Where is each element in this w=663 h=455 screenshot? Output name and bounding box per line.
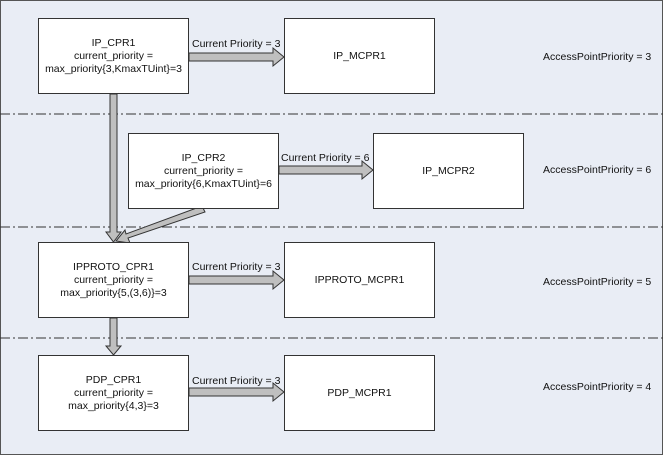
- cpr-box-pdp-cpr1: PDP_CPR1 current_priority = max_priority…: [38, 355, 189, 431]
- cpr-box-ipproto-cpr1: IPPROTO_CPR1 current_priority = max_prio…: [38, 242, 189, 318]
- stack-arrow-ipproto-to-pdp: [104, 317, 123, 356]
- cpr-priority-formula: max_priority{6,KmaxTUint}=6: [135, 177, 272, 190]
- stack-arrow-ip1-to-ipproto: [105, 93, 122, 243]
- cpr-priority-formula: max_priority{5,(3,6)}=3: [60, 286, 167, 299]
- cpr-priority-line: current_priority =: [73, 386, 154, 399]
- priority-arrow-4: [188, 381, 285, 403]
- cpr-priority-formula: max_priority{3,KmaxTUint}=3: [45, 62, 182, 75]
- access-point-priority-4: AccessPointPriority = 4: [543, 381, 652, 393]
- arrow-label-4: Current Priority = 3: [192, 375, 281, 387]
- priority-arrow-3: [188, 269, 285, 291]
- mcpr-box-ip-mcpr2: IP_MCPR2: [373, 133, 524, 209]
- mcpr-name: IP_MCPR1: [333, 49, 386, 62]
- mcpr-name: PDP_MCPR1: [327, 386, 392, 399]
- cpr-priority-line: current_priority =: [163, 164, 244, 177]
- arrow-label-1: Current Priority = 3: [192, 38, 281, 50]
- mcpr-box-ipproto-mcpr1: IPPROTO_MCPR1: [284, 242, 435, 318]
- cpr-priority-line: current_priority =: [73, 49, 154, 62]
- stack-arrow-ip2-to-ipproto: [115, 205, 206, 244]
- cpr-box-ip-cpr1: IP_CPR1 current_priority = max_priority{…: [38, 18, 189, 94]
- cpr-box-ip-cpr2: IP_CPR2 current_priority = max_priority{…: [128, 133, 279, 209]
- cpr-name: IPPROTO_CPR1: [73, 260, 154, 273]
- access-point-priority-3: AccessPointPriority = 5: [543, 276, 652, 288]
- priority-arrow-1: [188, 46, 285, 68]
- access-point-priority-1: AccessPointPriority = 3: [543, 51, 652, 63]
- cpr-name: IP_CPR2: [181, 151, 226, 164]
- mcpr-box-pdp-mcpr1: PDP_MCPR1: [284, 355, 435, 431]
- cpr-priority-line: current_priority =: [73, 273, 154, 286]
- arrow-label-2: Current Priority = 6: [281, 152, 370, 164]
- cpr-name: IP_CPR1: [91, 36, 136, 49]
- mcpr-box-ip-mcpr1: IP_MCPR1: [284, 18, 435, 94]
- mcpr-name: IPPROTO_MCPR1: [314, 273, 405, 286]
- cpr-priority-formula: max_priority{4,3}=3: [68, 399, 159, 412]
- priority-arrow-2: [278, 159, 374, 181]
- access-point-priority-2: AccessPointPriority = 6: [543, 164, 652, 176]
- arrow-label-3: Current Priority = 3: [192, 261, 281, 273]
- cpr-name: PDP_CPR1: [85, 373, 142, 386]
- mcpr-name: IP_MCPR2: [422, 164, 475, 177]
